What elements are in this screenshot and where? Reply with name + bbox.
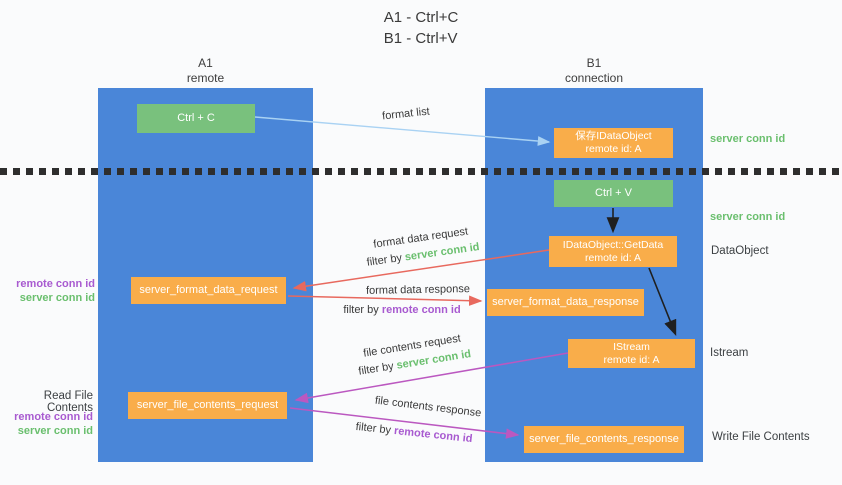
left-server-conn-id-2: server conn id bbox=[17, 425, 93, 437]
column-a-name: A1 bbox=[198, 56, 213, 70]
node-istream: IStream remote id: A bbox=[568, 339, 695, 368]
right-server-conn-id-1: server conn id bbox=[710, 133, 786, 145]
column-b-name: B1 bbox=[586, 56, 602, 70]
left-remote-conn-id-2: remote conn id bbox=[14, 411, 93, 423]
format-data-response-filter-label: filter by remote conn id bbox=[343, 304, 461, 316]
format-list-label: format list bbox=[381, 105, 431, 123]
left-conn-id-group-1: remote conn id server conn id bbox=[0, 277, 95, 305]
format-data-response-label: format data response bbox=[365, 283, 471, 297]
column-b-subtitle: connection bbox=[564, 71, 624, 85]
left-conn-id-group-2: remote conn id server conn id bbox=[0, 410, 93, 438]
node-ctrl-v: Ctrl + V bbox=[554, 180, 673, 207]
node-server-file-contents-response: server_file_contents_response bbox=[524, 426, 684, 453]
remote-conn-id-highlight: remote conn id bbox=[381, 304, 461, 316]
left-remote-conn-id-1: remote conn id bbox=[16, 278, 95, 290]
file-contents-response-label: file contents response bbox=[374, 394, 482, 420]
node-server-format-data-request: server_format_data_request bbox=[131, 277, 286, 304]
diagram-title: A1 - Ctrl+C B1 - Ctrl+V bbox=[0, 7, 842, 49]
title-line-2: B1 - Ctrl+V bbox=[383, 30, 458, 47]
right-istream-label: Istream bbox=[710, 347, 749, 359]
node-idataobject-getdata: IDataObject::GetData remote id: A bbox=[549, 236, 677, 267]
node-ctrl-c: Ctrl + C bbox=[137, 104, 255, 133]
left-read-file-contents-label: Read File Contents bbox=[43, 390, 93, 414]
right-server-conn-id-2: server conn id bbox=[710, 211, 786, 223]
column-a-header: A1 remote bbox=[98, 56, 313, 86]
column-b-header: B1 connection bbox=[485, 56, 703, 86]
node-save-idataobject: 保存IDataObject remote id: A bbox=[554, 128, 673, 158]
dotted-divider bbox=[0, 168, 842, 175]
left-server-conn-id-1: server conn id bbox=[19, 292, 95, 304]
file-contents-response-filter-label: filter by remote conn id bbox=[355, 420, 474, 446]
title-line-1: A1 - Ctrl+C bbox=[383, 9, 459, 26]
node-server-format-data-response: server_format_data_response bbox=[487, 289, 644, 316]
file-contents-request-label: file contents request filter by server c… bbox=[357, 332, 472, 378]
node-server-file-contents-request: server_file_contents_request bbox=[128, 392, 287, 419]
column-a-subtitle: remote bbox=[186, 71, 225, 85]
right-write-file-contents-label: Write File Contents bbox=[712, 431, 810, 443]
format-data-request-label: format data request filter by server con… bbox=[365, 225, 481, 269]
right-dataobject-label: DataObject bbox=[711, 245, 769, 257]
remote-conn-id-highlight: remote conn id bbox=[393, 424, 474, 446]
